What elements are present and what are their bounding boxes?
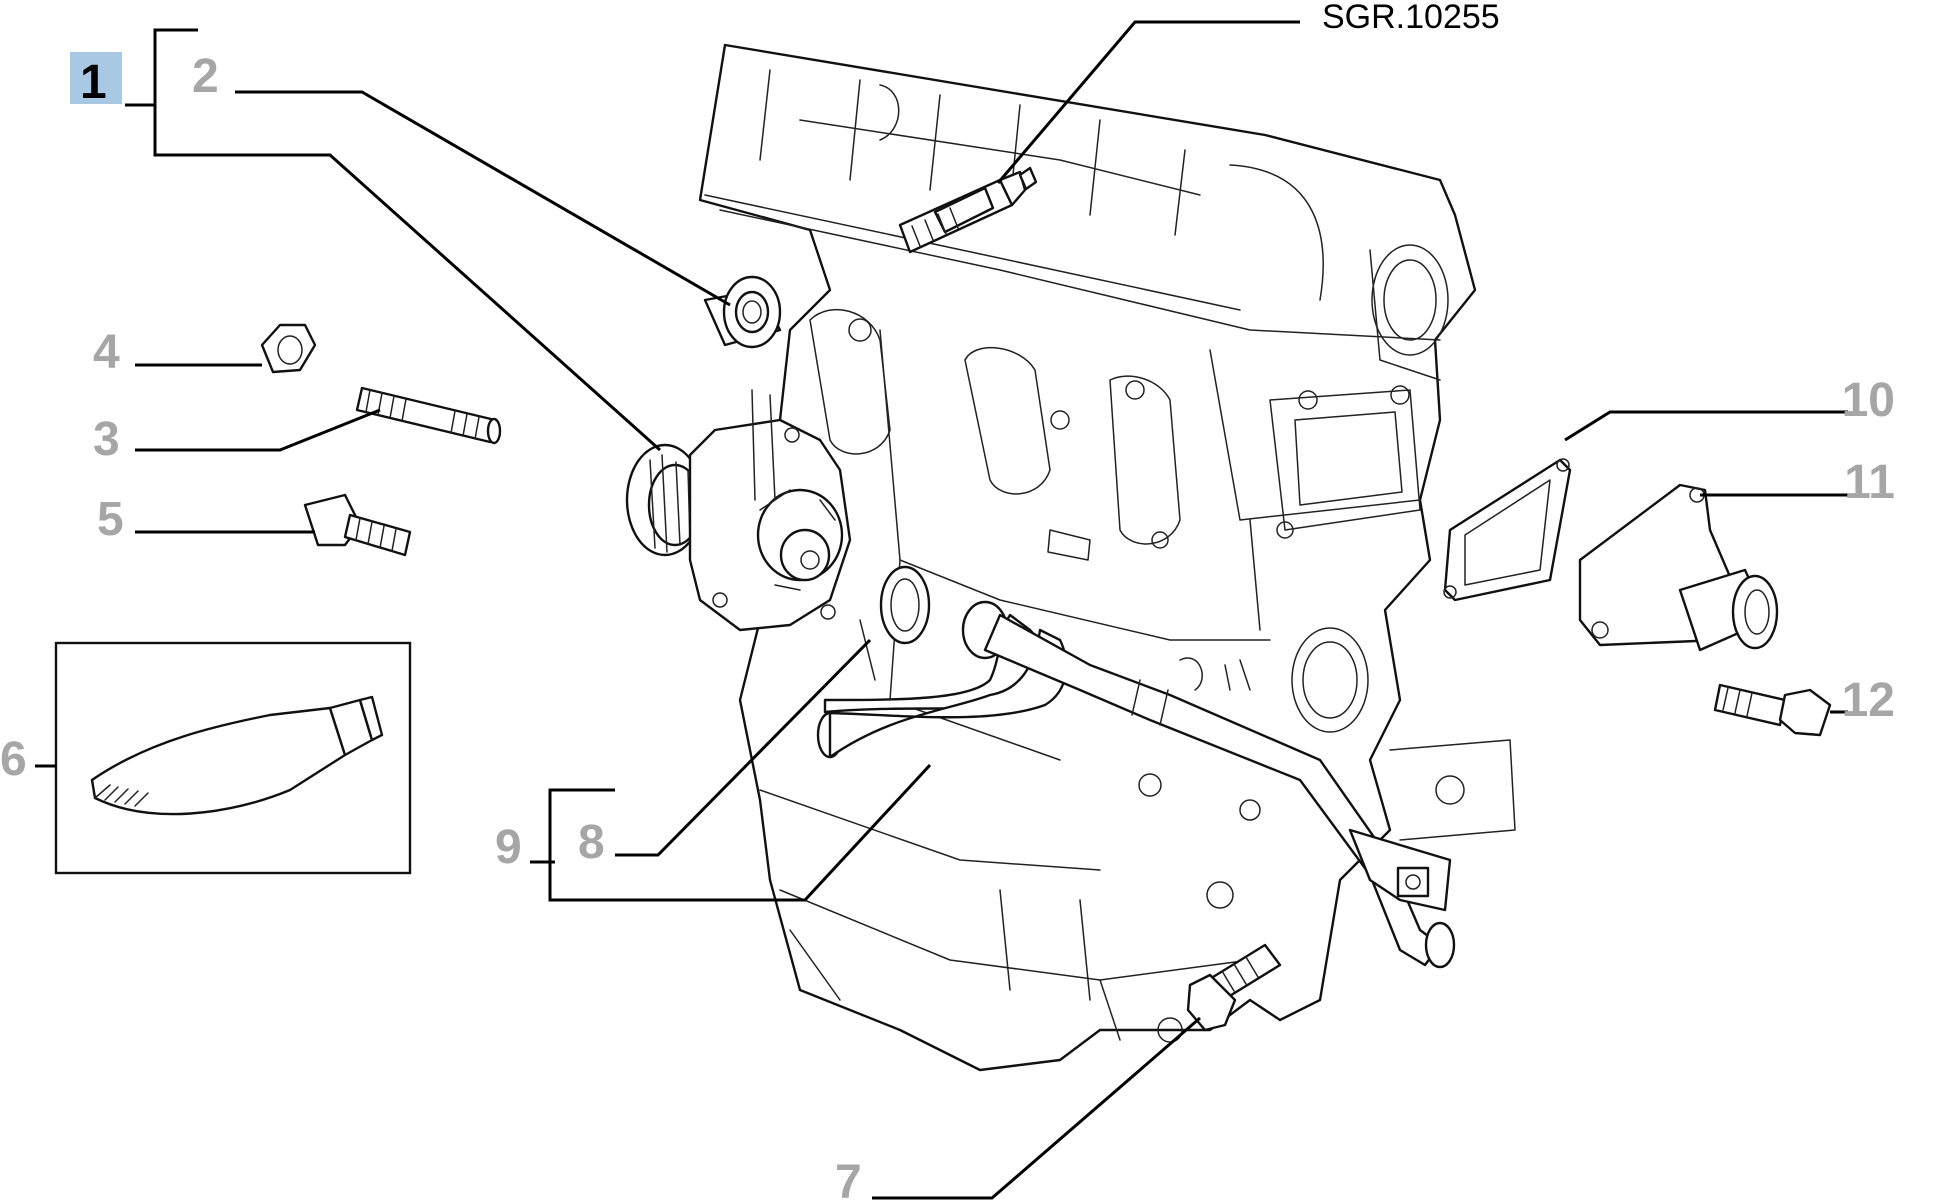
callout-2[interactable]: 2 — [192, 50, 219, 103]
seal-ring-part-8 — [879, 565, 931, 645]
bolt-part-7 — [1186, 943, 1282, 1032]
callout-labels: 1 2 4 3 5 6 9 8 7 10 11 12 SGR.10255 — [0, 0, 1895, 1202]
temperature-sensor — [898, 166, 1038, 254]
sealant-box-part-6 — [54, 641, 412, 875]
callout-1[interactable]: 1 — [80, 56, 107, 109]
leader-lines — [35, 20, 1848, 1200]
housing-part-11 — [1578, 483, 1779, 652]
callout-10[interactable]: 10 — [1842, 374, 1895, 427]
coolant-pipe-part-9 — [816, 600, 1456, 969]
gasket-part-10 — [1443, 458, 1572, 602]
callout-9[interactable]: 9 — [495, 821, 522, 874]
bolt-part-12 — [1713, 683, 1832, 737]
callout-4[interactable]: 4 — [93, 326, 120, 379]
callout-3[interactable]: 3 — [93, 413, 120, 466]
bolt-part-5 — [303, 493, 412, 557]
callout-12[interactable]: 12 — [1842, 674, 1895, 727]
stud-part-3 — [355, 386, 502, 445]
callout-6[interactable]: 6 — [0, 733, 27, 786]
reference-code: SGR.10255 — [1322, 0, 1500, 36]
callout-7[interactable]: 7 — [835, 1156, 862, 1202]
callout-8[interactable]: 8 — [578, 816, 605, 869]
callout-11[interactable]: 11 — [1844, 456, 1895, 509]
bush-part-2 — [703, 275, 782, 349]
water-pump-part-1 — [625, 389, 852, 632]
callout-1-highlight — [70, 52, 122, 104]
callout-5[interactable]: 5 — [97, 493, 124, 546]
nut-part-4 — [260, 323, 317, 374]
